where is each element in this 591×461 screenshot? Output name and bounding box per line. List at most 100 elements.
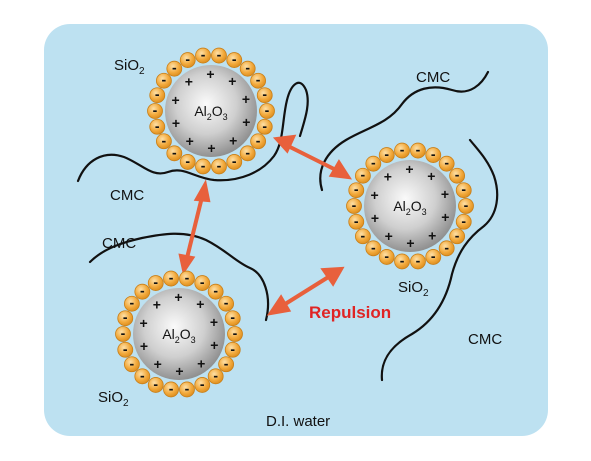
negative-charge: -	[155, 86, 160, 102]
negative-charge: -	[130, 295, 135, 311]
negative-charge: -	[153, 102, 158, 118]
silica-bead: -	[166, 60, 183, 77]
silica-bead: -	[195, 157, 211, 175]
negative-charge: -	[431, 146, 436, 162]
negative-charge: -	[256, 132, 261, 148]
cmc-chain-right-top	[319, 70, 490, 192]
particle-top-left: ++++++++++Al2O3----------------------	[147, 47, 275, 175]
negative-charge: -	[400, 142, 405, 158]
negative-charge: -	[232, 153, 237, 169]
negative-charge: -	[162, 72, 167, 88]
negative-charge: -	[461, 213, 466, 229]
positive-charge: +	[207, 140, 215, 156]
silica-bead: -	[117, 309, 134, 327]
silica-bead: -	[458, 197, 474, 214]
positive-charge: +	[242, 114, 250, 130]
silica-bead: -	[134, 367, 151, 385]
silica-bead: -	[449, 167, 466, 184]
negative-charge: -	[162, 132, 167, 148]
silica-bead: -	[155, 72, 172, 89]
silica-bead: -	[256, 86, 273, 104]
positive-charge: +	[384, 168, 392, 184]
negative-charge: -	[123, 309, 128, 325]
negative-charge: -	[169, 270, 174, 286]
silica-bead: -	[378, 146, 395, 163]
negative-charge: -	[224, 355, 229, 371]
positive-charge: +	[441, 209, 449, 225]
negative-charge: -	[416, 142, 421, 158]
cmc-label-top-right: CMC	[416, 69, 450, 86]
silica-bead: -	[239, 144, 256, 162]
negative-charge: -	[140, 367, 145, 383]
silica-bead: -	[378, 248, 395, 265]
positive-charge: +	[228, 73, 236, 89]
negative-charge: -	[431, 248, 436, 264]
silica-bead: -	[354, 167, 371, 184]
positive-charge: +	[441, 186, 449, 202]
silica-bead: -	[207, 283, 224, 300]
silica-bead: -	[425, 248, 442, 265]
cmc-chain-right-bottom	[380, 138, 499, 382]
silica-bead: -	[147, 274, 164, 291]
negative-charge: -	[371, 239, 376, 255]
negative-charge: -	[384, 146, 389, 162]
repulsion-label: Repulsion	[309, 303, 391, 322]
repulsion-arrows	[178, 134, 352, 316]
positive-charge: +	[186, 133, 194, 149]
silica-bead: -	[211, 47, 227, 64]
alumina-core	[133, 288, 225, 380]
silica-bead: -	[218, 295, 235, 312]
silica-bead: -	[250, 132, 267, 150]
positive-charge: +	[427, 168, 435, 184]
sio2-label-top-left: SiO2	[114, 57, 145, 77]
silica-bead: -	[179, 51, 196, 68]
silica-bead: -	[134, 283, 151, 300]
negative-charge: -	[185, 153, 190, 169]
positive-charge: +	[172, 92, 180, 108]
silica-bead: -	[179, 153, 196, 170]
negative-charge: -	[354, 181, 359, 197]
negative-charge: -	[130, 355, 135, 371]
cmc-label-left: CMC	[110, 187, 144, 204]
silica-bead: -	[455, 181, 472, 199]
negative-charge: -	[123, 341, 128, 357]
negative-charge: -	[172, 60, 177, 76]
arrow-top-left-to-bottom-left	[178, 179, 211, 276]
positive-charge: +	[371, 187, 379, 203]
particles-layer: ++++++++++Al2O3----------------------+++…	[115, 47, 474, 398]
negative-charge: -	[371, 155, 376, 171]
silica-bead: -	[115, 325, 131, 342]
silica-bead: -	[149, 118, 166, 135]
alumina-label: Al2O3	[393, 198, 426, 217]
negative-charge: -	[217, 157, 222, 173]
silica-bead: -	[179, 380, 195, 398]
silica-bead: -	[250, 72, 267, 89]
negative-charge: -	[200, 376, 205, 392]
silica-bead: -	[194, 274, 211, 291]
negative-charge: -	[265, 102, 270, 118]
water-background	[44, 24, 548, 436]
positive-charge: +	[371, 210, 379, 226]
silica-bead: -	[226, 153, 243, 170]
negative-charge: -	[155, 118, 160, 134]
silica-bead: -	[163, 270, 179, 287]
negative-charge: -	[262, 86, 267, 102]
silica-bead: -	[226, 51, 243, 68]
silica-bead: -	[348, 181, 365, 199]
silica-bead: -	[163, 380, 179, 398]
positive-charge: +	[428, 228, 436, 244]
negative-charge: -	[256, 72, 261, 88]
silica-bead: -	[438, 155, 455, 172]
silica-bead: -	[117, 341, 134, 358]
silica-bead: -	[123, 355, 140, 373]
negative-charge: -	[185, 380, 190, 396]
silica-bead: -	[354, 227, 371, 245]
negative-charge: -	[200, 274, 205, 290]
negative-charge: -	[224, 295, 229, 311]
silica-bead: -	[346, 197, 362, 214]
silica-bead: -	[195, 47, 211, 64]
negative-charge: -	[245, 60, 250, 76]
negative-charge: -	[464, 197, 469, 213]
